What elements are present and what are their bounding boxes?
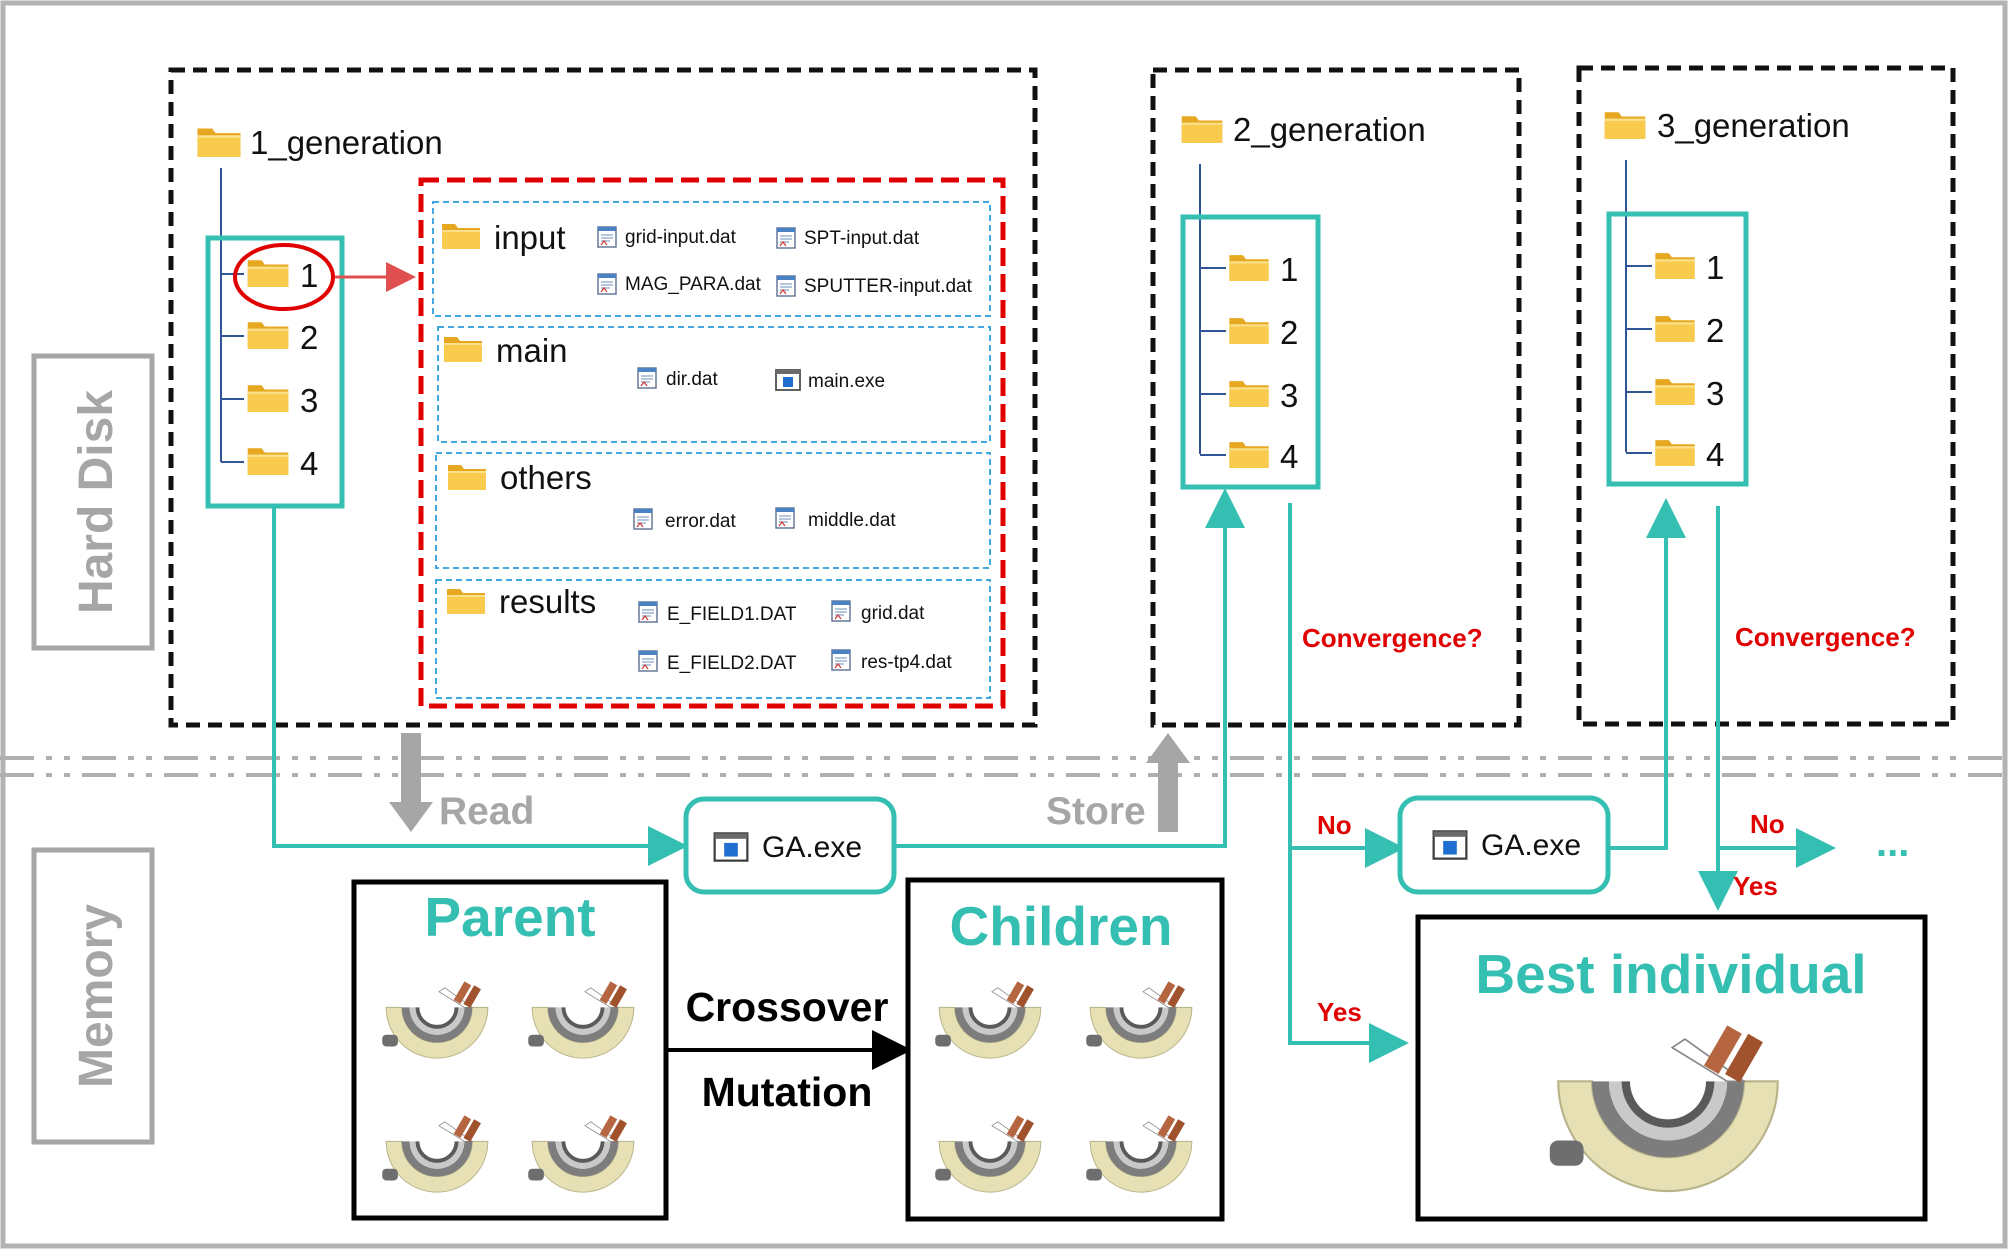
gen1-folder-4: 4 [300,445,318,482]
file-e-field2: E_FIELD2.DAT [667,653,797,674]
gen3-yes-label: Yes [1733,871,1778,901]
gen1-title: 1_generation [250,124,443,161]
gen2-folder-1: 1 [1280,251,1298,288]
gen2-yes-label: Yes [1317,997,1362,1027]
file-spt-input: SPT-input.dat [804,228,920,249]
hard-disk-label: Hard Disk [70,390,123,614]
file-middle: middle.dat [808,510,896,531]
data-file-icon [638,650,658,672]
gen2-folder-3: 3 [1280,377,1298,414]
store-label: Store [1046,790,1146,833]
gen1-box [168,67,1038,728]
gen1-folder-list: 1 2 3 4 [221,257,318,482]
highlight-circle [233,243,335,311]
file-sputter-input: SPUTTER-input.dat [804,276,973,297]
best-individual-box [1415,914,1928,1222]
main-folder-label: main [496,332,568,369]
memory-label-box: Memory [31,847,155,1145]
gen3-convergence-question: Convergence? [1735,622,1916,652]
exe-icon [713,832,749,862]
file-mag-para: MAG_PARA.dat [625,274,762,295]
ga-exe-label-2: GA.exe [1481,829,1581,862]
data-file-icon [637,367,657,389]
gen3-folder-2: 2 [1706,312,1724,349]
gen2-folder-list: 1 2 3 4 [1200,251,1298,475]
main-group-box [437,326,991,443]
best-individual-title: Best individual [1475,943,1866,1005]
gen3-folder-1: 1 [1706,249,1724,286]
data-file-icon [597,273,617,295]
file-e-field1: E_FIELD1.DAT [667,604,797,625]
results-folder-label: results [499,583,596,620]
gen2-folder-group [1180,214,1321,490]
flow-gen1-to-ga [272,506,688,866]
input-folder-label: input [494,219,566,256]
file-error: error.dat [665,511,736,532]
gen3-folder-group [1606,211,1749,487]
file-grid-input: grid-input.dat [625,227,737,248]
data-file-icon [775,507,795,529]
others-folder-label: others [500,459,592,496]
gen3-title: 3_generation [1657,107,1850,144]
read-label: Read [439,790,534,833]
flow-ga-to-gen3 [1608,498,1686,850]
others-group-box [435,452,991,569]
gen2-convergence-question: Convergence? [1302,623,1483,653]
input-group-box [432,201,991,317]
ga-exe-label-1: GA.exe [762,831,862,864]
gen1-folder-3: 3 [300,382,318,419]
exe-icon [775,369,801,391]
flow-ga-to-gen2 [894,488,1245,848]
file-res-tp4: res-tp4.dat [861,652,953,673]
gen2-folder-4: 4 [1280,438,1298,475]
file-main-exe: main.exe [808,371,885,392]
data-file-icon [597,226,617,248]
gen1-folder-2: 2 [300,319,318,356]
parent-title: Parent [424,886,595,948]
gen3-folder-4: 4 [1706,436,1724,473]
folder-contents-box [418,177,1006,709]
mutation-label: Mutation [702,1069,873,1115]
gen3-no-label: No [1750,809,1785,839]
gen3-folder-3: 3 [1706,375,1724,412]
gen2-folder-2: 2 [1280,314,1298,351]
continuation-ellipsis: ... [1876,821,1909,865]
data-file-icon [776,275,796,297]
file-dir: dir.dat [666,369,718,390]
store-arrow [1146,733,1190,832]
ga-exe-node-2 [1397,795,1611,895]
data-file-icon [776,227,796,249]
file-grid: grid.dat [861,603,925,624]
crossover-label: Crossover [686,984,889,1030]
data-file-icon [638,601,658,623]
gen1-folder-1: 1 [300,257,318,294]
hard-disk-label-box: Hard Disk [31,353,155,651]
gen2-no-label: No [1317,810,1352,840]
data-file-icon [633,508,653,530]
children-title: Children [949,895,1172,957]
exe-icon [1432,830,1468,860]
gen2-title: 2_generation [1233,111,1426,148]
gen3-box [1576,65,1956,727]
gen2-box [1150,67,1522,728]
results-group-box [435,579,991,699]
flow-gen2-yes [1288,503,1409,1063]
data-file-icon [831,649,851,671]
memory-label: Memory [70,904,123,1088]
data-file-icon [831,600,851,622]
read-arrow [389,733,433,832]
gen3-folder-list: 1 2 3 4 [1626,249,1724,473]
